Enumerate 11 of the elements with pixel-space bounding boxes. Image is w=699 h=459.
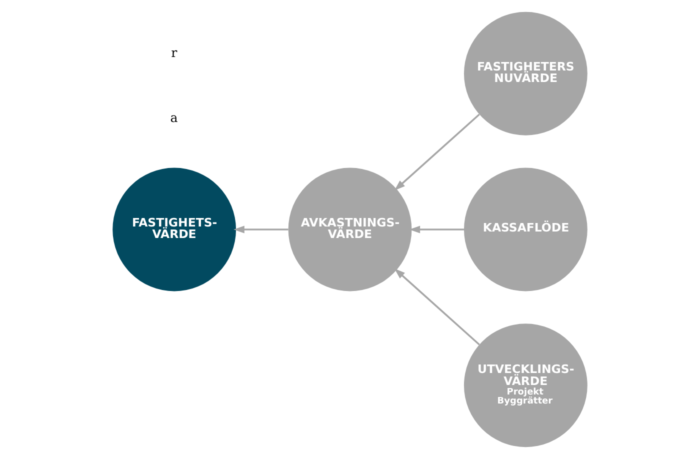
label: a — [170, 110, 178, 126]
arrow — [233, 226, 288, 234]
arrow — [394, 114, 480, 191]
node-circle: UTVECKLINGS- VÄRDE Projekt Byggrätter — [463, 324, 587, 448]
label: r — [170, 45, 177, 60]
node-circle: KASSAFLÖDE — [463, 168, 587, 292]
node-circle: AVKASTNINGS- VÄRDE — [288, 168, 412, 292]
arrow — [408, 226, 464, 234]
node-circle: FASTIGHETS- VÄRDE — [112, 168, 236, 292]
node-circle: FASTIGHETERS NUVÄRDE — [463, 12, 587, 136]
arrow — [394, 268, 480, 346]
